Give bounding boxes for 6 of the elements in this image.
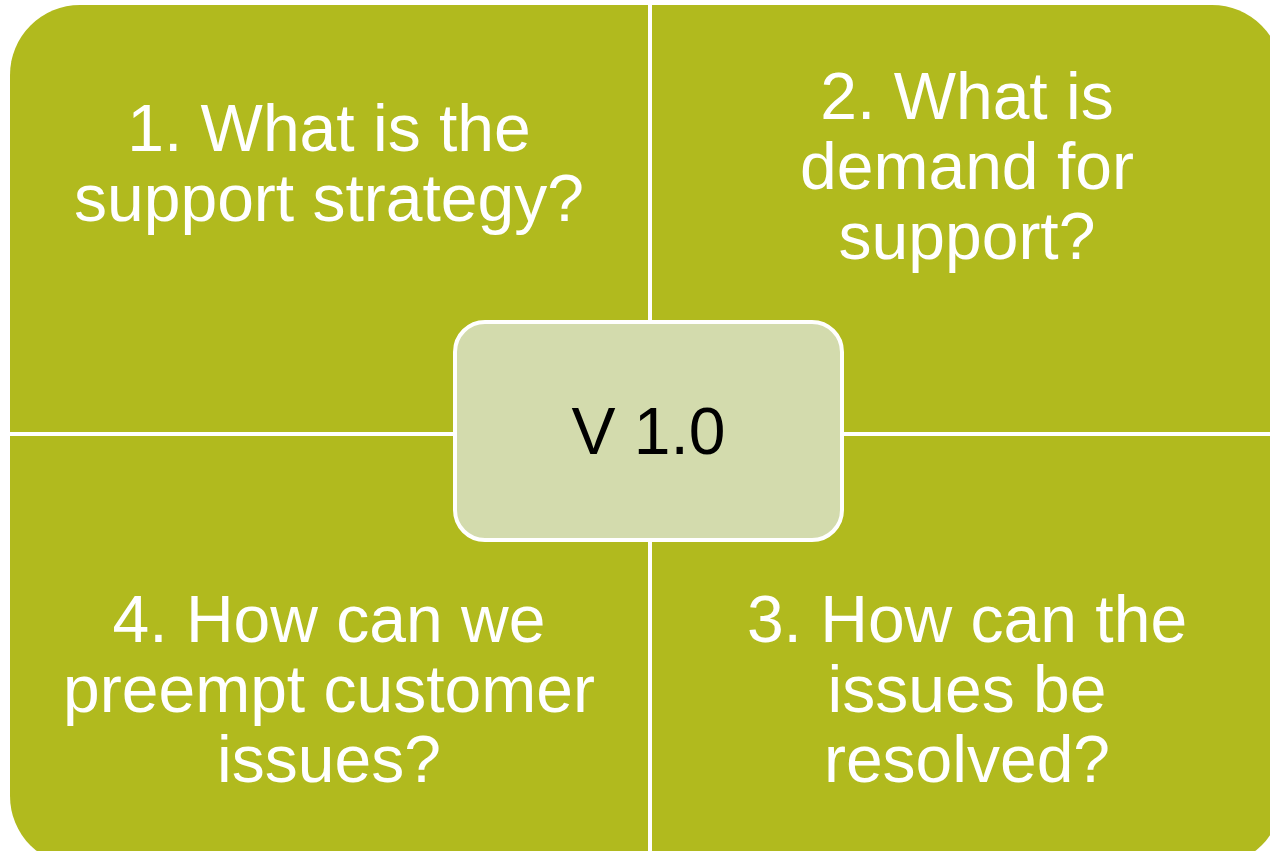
center-box: [453, 320, 844, 542]
question-text: 4. How can we preempt customer issues?: [62, 584, 596, 794]
question-text: 2. What is demand for support?: [799, 61, 1135, 271]
version-label: V 1.0: [571, 396, 726, 466]
question-text: 3. How can the issues be resolved?: [745, 584, 1189, 794]
question-text: 1. What is the support strategy?: [73, 93, 585, 233]
